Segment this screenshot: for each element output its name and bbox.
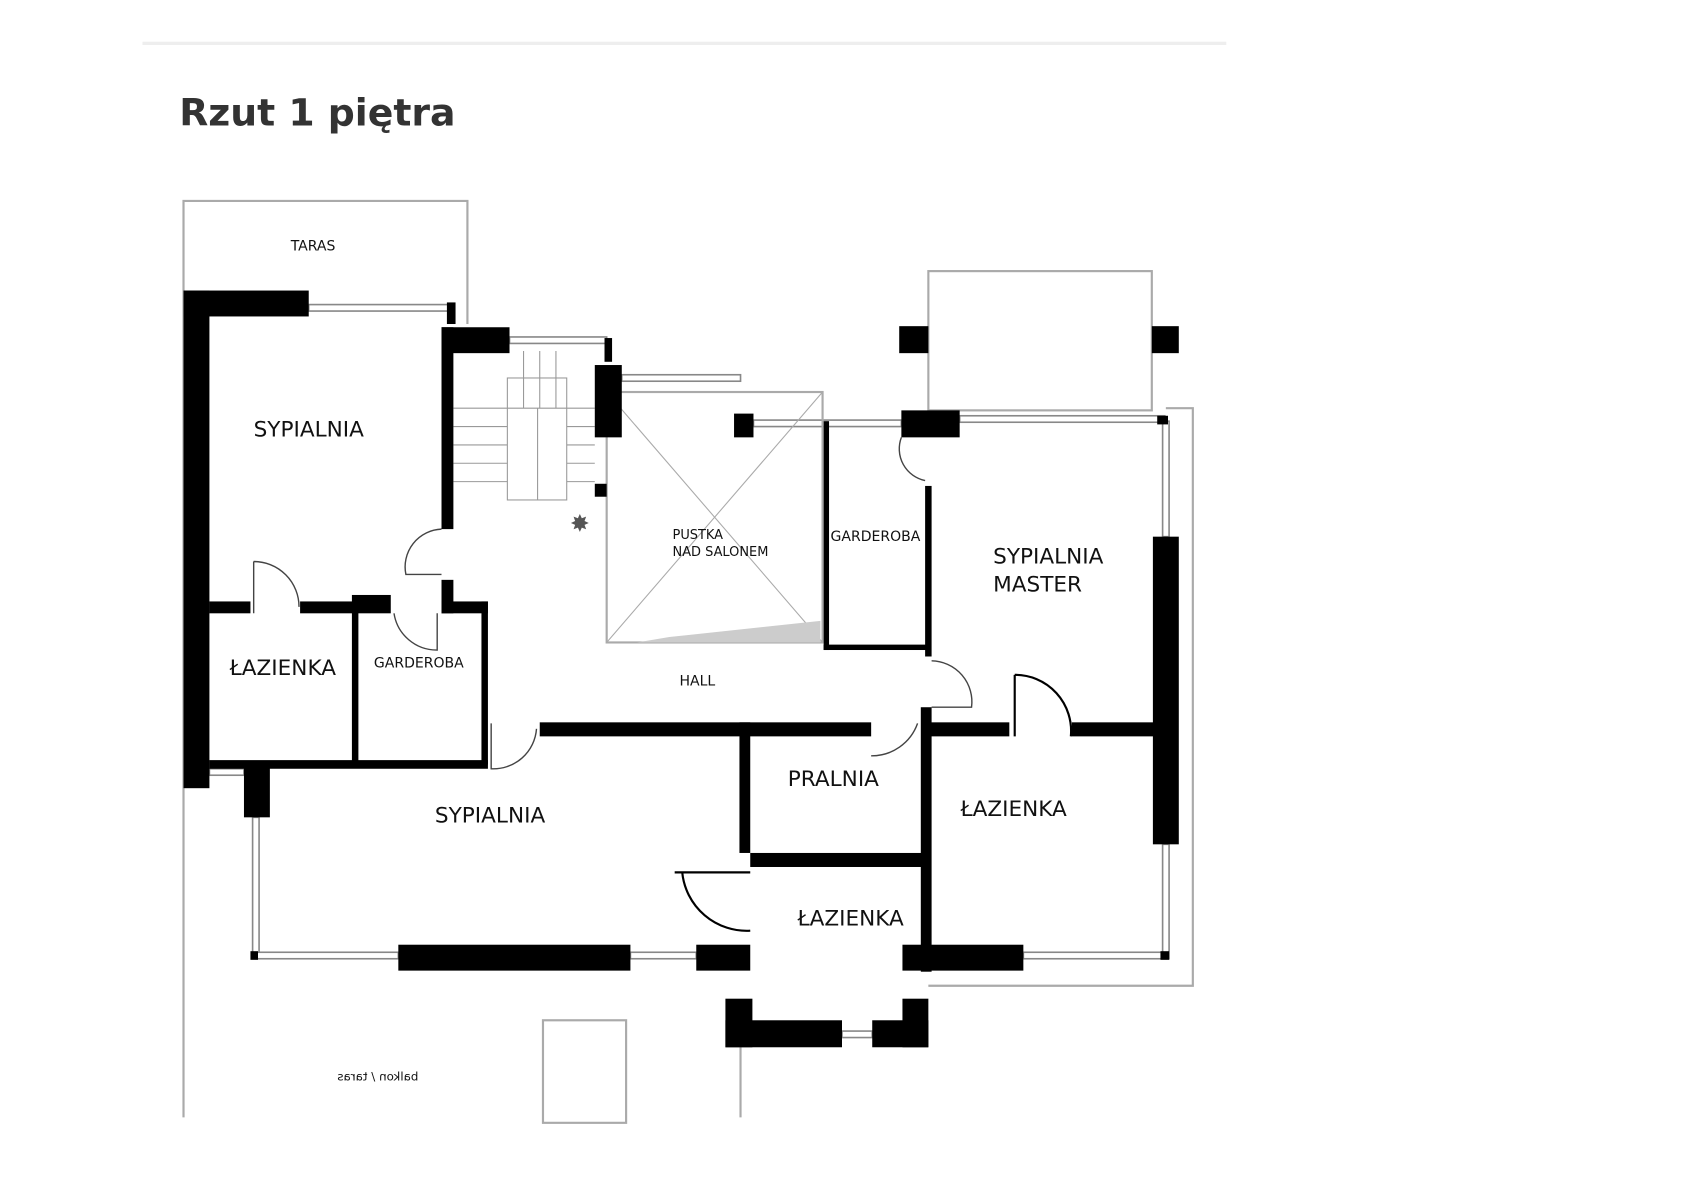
wall-segment (594, 365, 622, 438)
wall-segment (734, 413, 754, 438)
window (307, 303, 450, 312)
wall-segment (1071, 722, 1156, 737)
room-label-pralnia: PRALNIA (788, 767, 879, 792)
wall-segment (351, 594, 391, 614)
wall-segment (1152, 536, 1179, 845)
room-label-master-2: MASTER (993, 573, 1082, 598)
wall-segment (872, 1020, 929, 1048)
window (1161, 420, 1170, 538)
page-title: Rzut 1 piętra (179, 90, 455, 134)
floor-plan-drawing: ✸ TARAS SYPIALNIA ŁAZIENKA GARDEROBA PUS… (182, 199, 1194, 1124)
window (958, 414, 1166, 424)
doors (252, 437, 1073, 932)
wall-segment (441, 601, 488, 614)
void-over-living-room (605, 390, 824, 644)
wall-segment (920, 707, 932, 972)
room-label-taras: TARAS (290, 239, 336, 255)
wall-segment (925, 485, 932, 657)
wall-segment (250, 951, 258, 960)
room-label-pustka-2: NAD SALONEM (673, 545, 769, 560)
wall-segment (300, 601, 357, 614)
wall-segment (209, 760, 488, 769)
wall-segment (902, 944, 1024, 971)
wall-segment (243, 763, 270, 818)
light-fixture-icon: ✸ (570, 511, 590, 537)
window (629, 951, 698, 960)
wall-segment (604, 338, 613, 362)
wall-segment (1157, 415, 1169, 425)
window (251, 951, 400, 960)
window (508, 336, 608, 345)
window (1022, 951, 1167, 960)
wall-segment (441, 579, 454, 614)
wall-segment (441, 327, 454, 530)
wall-segment (925, 722, 1010, 737)
wall-segment (441, 327, 510, 354)
wall-segment (594, 483, 607, 497)
wall-segment (739, 722, 751, 853)
wall-segment (1160, 951, 1170, 960)
window (1161, 843, 1170, 960)
skylight-outline (541, 1019, 628, 1124)
wall-segment (696, 944, 751, 971)
wall-segment (901, 410, 960, 438)
wall-segment (1151, 326, 1179, 354)
wall-segment (750, 852, 926, 867)
room-label-garderoba-right: GARDEROBA (831, 529, 921, 545)
room-label-lazienka-bottom: ŁAZIENKA (796, 906, 904, 931)
wall-segment (398, 944, 631, 971)
wall-segment (539, 722, 872, 737)
wall-segment (823, 644, 929, 651)
room-label-sypialnia-left: SYPIALNIA (254, 417, 365, 442)
room-label-pustka-1: PUSTKA (673, 528, 724, 543)
balcony-outline (927, 270, 1153, 412)
wall-segment (899, 326, 929, 354)
window (841, 1030, 874, 1039)
wall-segment (209, 601, 251, 614)
wall-segment (446, 302, 456, 325)
room-label-balkon: balkon / taras (337, 1070, 418, 1084)
wall-segment (725, 1020, 842, 1048)
room-label-garderoba-left: GARDEROBA (374, 655, 464, 671)
right-outline (928, 407, 1194, 987)
room-label-lazienka-right: ŁAZIENKA (959, 797, 1067, 822)
room-label-hall: HALL (679, 674, 715, 690)
wall-segment (481, 601, 488, 765)
window (208, 767, 245, 777)
window (251, 816, 260, 957)
room-label-lazienka-left: ŁAZIENKA (229, 656, 337, 681)
walls (183, 290, 1179, 1048)
wall-segment (183, 290, 210, 789)
window (620, 373, 742, 383)
room-label-master-1: SYPIALNIA (993, 545, 1104, 570)
wall-segment (183, 290, 309, 317)
wall-segment (823, 421, 830, 651)
room-label-sypialnia-bottom: SYPIALNIA (435, 804, 546, 829)
staircase (453, 350, 595, 501)
wall-segment (351, 601, 359, 765)
